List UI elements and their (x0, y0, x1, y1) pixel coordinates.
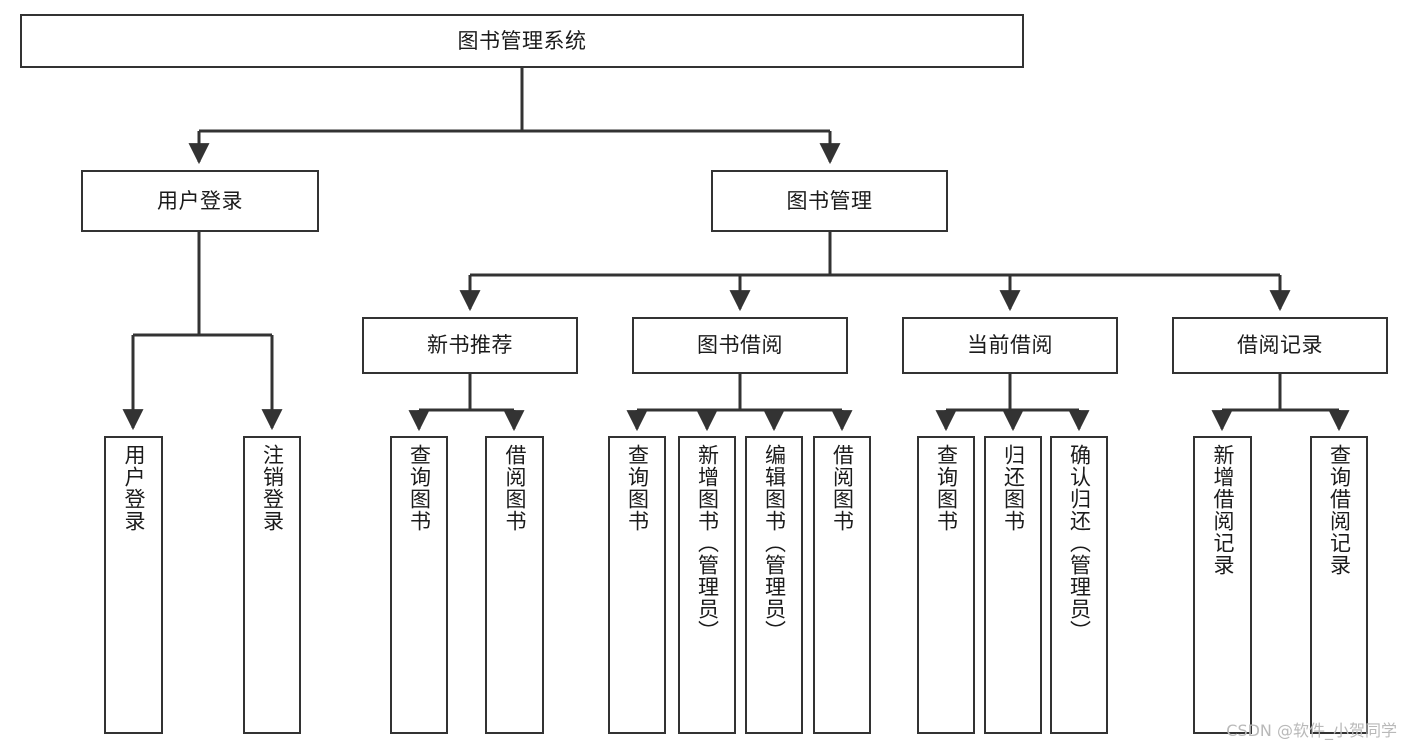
node-leaf-borrow-book-1-label: 借阅图书 (503, 444, 527, 532)
node-root[interactable]: 图书管理系统 (20, 14, 1024, 68)
node-leaf-logout-label: 注销登录 (260, 444, 285, 532)
node-user-login[interactable]: 用户登录 (81, 170, 319, 232)
node-user-login-label: 用户登录 (157, 188, 243, 213)
node-leaf-confirm-return-label: 确认归还（管理员） (1067, 444, 1092, 642)
node-new-book-recommend-label: 新书推荐 (427, 333, 513, 358)
node-book-management[interactable]: 图书管理 (711, 170, 948, 232)
node-leaf-query-book-2-label: 查询图书 (625, 444, 650, 532)
node-leaf-borrow-book-1[interactable]: 借阅图书 (485, 436, 544, 734)
node-leaf-add-book-label: 新增图书（管理员） (695, 444, 720, 642)
node-root-label: 图书管理系统 (457, 28, 587, 53)
node-leaf-query-book-2[interactable]: 查询图书 (608, 436, 666, 734)
node-leaf-query-record-label: 查询借阅记录 (1327, 444, 1352, 576)
node-leaf-logout[interactable]: 注销登录 (243, 436, 301, 734)
node-book-borrow-label: 图书借阅 (697, 333, 783, 358)
node-leaf-edit-book[interactable]: 编辑图书（管理员） (745, 436, 803, 734)
node-leaf-edit-book-label: 编辑图书（管理员） (762, 444, 787, 642)
node-leaf-query-book-3[interactable]: 查询图书 (917, 436, 975, 734)
node-borrow-record-label: 借阅记录 (1237, 333, 1323, 358)
node-leaf-user-login[interactable]: 用户登录 (104, 436, 163, 734)
node-leaf-return-book[interactable]: 归还图书 (984, 436, 1042, 734)
node-current-borrow-label: 当前借阅 (967, 333, 1053, 358)
node-leaf-query-book-1-label: 查询图书 (407, 444, 432, 532)
node-leaf-confirm-return[interactable]: 确认归还（管理员） (1050, 436, 1108, 734)
node-leaf-return-book-label: 归还图书 (1001, 444, 1026, 532)
node-current-borrow[interactable]: 当前借阅 (902, 317, 1118, 374)
node-leaf-add-record[interactable]: 新增借阅记录 (1193, 436, 1252, 734)
node-leaf-borrow-book-2-label: 借阅图书 (830, 444, 855, 532)
node-new-book-recommend[interactable]: 新书推荐 (362, 317, 578, 374)
node-leaf-query-book-3-label: 查询图书 (934, 444, 959, 532)
node-leaf-query-book-1[interactable]: 查询图书 (390, 436, 448, 734)
node-borrow-record[interactable]: 借阅记录 (1172, 317, 1388, 374)
node-leaf-query-record[interactable]: 查询借阅记录 (1310, 436, 1368, 734)
node-leaf-user-login-label: 用户登录 (122, 444, 146, 532)
node-book-management-label: 图书管理 (786, 188, 873, 213)
watermark: CSDN @软件_小贺同学 (1226, 721, 1397, 740)
node-book-borrow[interactable]: 图书借阅 (632, 317, 848, 374)
node-leaf-add-record-label: 新增借阅记录 (1211, 444, 1235, 576)
node-leaf-borrow-book-2[interactable]: 借阅图书 (813, 436, 871, 734)
node-leaf-add-book[interactable]: 新增图书（管理员） (678, 436, 736, 734)
